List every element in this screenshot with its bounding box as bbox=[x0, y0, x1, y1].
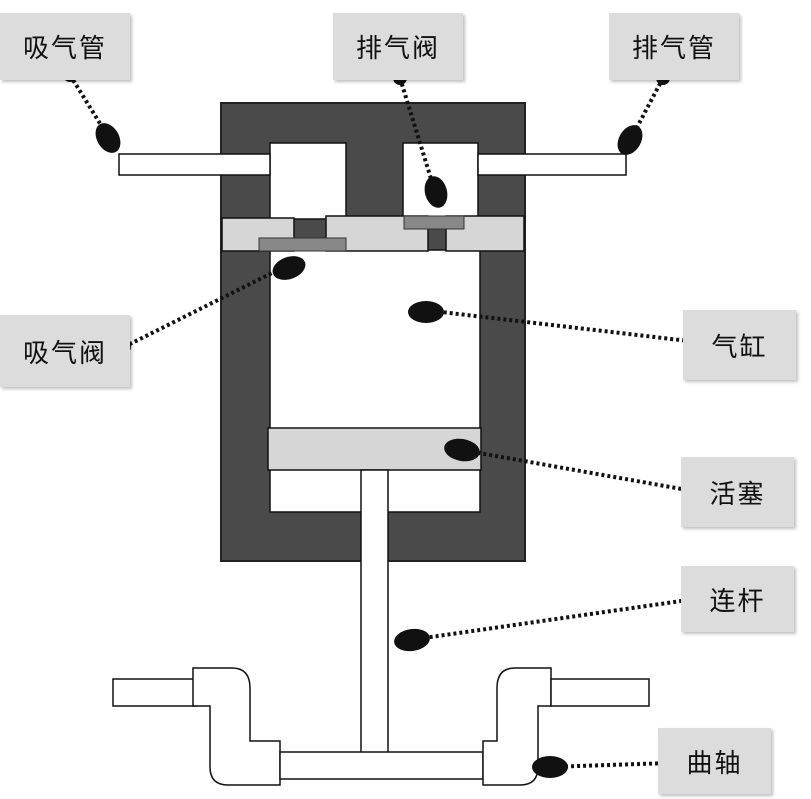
pointing-hand-icon bbox=[272, 256, 306, 280]
label-exhaust-valve: 排气阀 bbox=[333, 13, 463, 80]
pointing-hand-icon bbox=[394, 628, 430, 652]
pointer-hands bbox=[95, 123, 643, 778]
crankshaft bbox=[112, 667, 650, 786]
intake-valve bbox=[258, 237, 347, 252]
exhaust-pipe bbox=[477, 153, 627, 176]
label-intake-pipe: 吸气管 bbox=[0, 13, 130, 80]
label-crankshaft: 曲轴 bbox=[658, 728, 771, 794]
pointing-hand-icon bbox=[408, 301, 444, 323]
intake-pipe bbox=[118, 153, 271, 176]
pointing-hand-icon bbox=[444, 438, 480, 462]
intake-port bbox=[269, 142, 347, 220]
label-piston: 活塞 bbox=[681, 457, 794, 527]
label-connecting-rod: 连杆 bbox=[681, 566, 794, 632]
pointing-hand-icon bbox=[532, 756, 568, 778]
pointing-hand-icon bbox=[95, 123, 121, 153]
pointing-hand-icon bbox=[424, 176, 448, 208]
pointing-hand-icon bbox=[617, 125, 643, 155]
connecting-rod bbox=[360, 469, 389, 761]
leader-lines bbox=[68, 73, 698, 769]
label-intake-valve: 吸气阀 bbox=[0, 315, 130, 387]
label-exhaust-pipe: 排气管 bbox=[609, 13, 739, 80]
label-cylinder: 气缸 bbox=[683, 310, 796, 380]
exhaust-valve bbox=[403, 215, 465, 230]
